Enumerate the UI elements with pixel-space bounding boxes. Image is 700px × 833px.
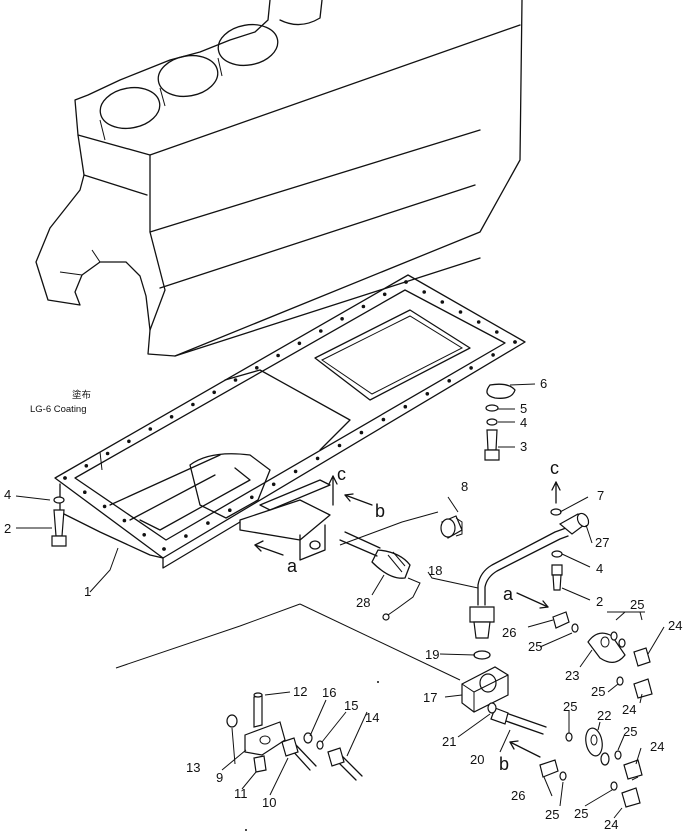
- callout-c-left: c: [337, 464, 346, 484]
- flange-bolt-hole: [142, 533, 146, 537]
- flange-bolt-hole: [440, 300, 445, 304]
- flange-bolt-hole: [340, 317, 344, 321]
- flange-bolt-hole: [83, 490, 87, 495]
- flange-bolt-hole: [105, 451, 110, 456]
- part-label-5: 5: [520, 401, 527, 416]
- flange-bolt-hole: [228, 508, 232, 512]
- part-label-3: 3: [520, 439, 527, 454]
- coating-note-en: LG-6 Coating: [30, 404, 87, 415]
- part-label-25-f: 25: [545, 807, 559, 822]
- flange-bolt-hole: [476, 320, 481, 324]
- part-label-25-c: 25: [591, 684, 605, 699]
- flange-bolt-hole: [102, 504, 107, 509]
- part-label-16: 16: [322, 685, 336, 700]
- part-label-4-left: 4: [4, 487, 11, 502]
- flange-bolt-hole: [169, 415, 174, 419]
- part-label-4-mid: 4: [596, 561, 603, 576]
- part-label-23: 23: [565, 668, 579, 683]
- flange-bolt-hole: [276, 353, 280, 358]
- part-label-21: 21: [442, 734, 456, 749]
- part-label-25-b: 25: [528, 639, 542, 654]
- part-label-8: 8: [461, 479, 468, 494]
- part-label-19: 19: [425, 647, 439, 662]
- callout-b-bottom: b: [499, 754, 509, 774]
- part-label-9: 9: [216, 770, 223, 785]
- flange-bolt-hole: [458, 310, 463, 314]
- flange-bolt-hole: [337, 443, 342, 448]
- flange-bolt-hole: [381, 417, 386, 422]
- part-label-12: 12: [293, 684, 307, 699]
- flange-bolt-hole: [84, 464, 89, 468]
- flange-bolt-hole: [191, 402, 195, 407]
- part-label-22: 22: [597, 708, 611, 723]
- part-label-18: 18: [428, 563, 442, 578]
- oil-piping: [339, 512, 626, 766]
- part-label-13: 13: [186, 760, 200, 775]
- oil-pan: [54, 274, 526, 569]
- flange-bolt-hole: [297, 341, 302, 346]
- part-label-26-bottom: 26: [511, 788, 525, 803]
- flange-bolt-hole: [513, 340, 517, 344]
- flange-bolt-hole: [127, 439, 131, 444]
- flange-bolt-hole: [425, 392, 430, 396]
- callout-b-top: b: [375, 501, 385, 521]
- callout-a-right: a: [503, 584, 514, 604]
- part-label-20: 20: [470, 752, 484, 767]
- leader-lines: [15, 383, 665, 831]
- part-label-15: 15: [344, 698, 358, 713]
- flange-bolt-hole: [122, 518, 127, 523]
- part-label-2-left: 2: [4, 521, 11, 536]
- part-label-17: 17: [423, 690, 437, 705]
- callout-c-right: c: [550, 458, 559, 478]
- flange-bolt-hole: [250, 495, 254, 500]
- flange-bolt-hole: [403, 404, 408, 409]
- part-label-25-g: 25: [574, 806, 588, 821]
- flange-bolt-hole: [447, 379, 452, 383]
- flange-bolt-hole: [254, 366, 259, 370]
- flange-bolt-hole: [293, 469, 298, 474]
- flange-bolt-hole: [469, 366, 473, 370]
- part-label-25-e: 25: [623, 724, 637, 739]
- flange-bolt-hole: [184, 534, 188, 538]
- flange-bolt-hole: [359, 430, 364, 435]
- flange-bolt-hole: [382, 292, 387, 297]
- part-label-27: 27: [595, 535, 609, 550]
- part-label-7: 7: [597, 488, 604, 503]
- flange-bolt-hole: [212, 390, 216, 395]
- part-label-25-d: 25: [563, 699, 577, 714]
- flange-bolt-hole: [319, 329, 323, 333]
- part-label-24-a: 24: [668, 618, 682, 633]
- coating-note-jp: 塗布: [72, 389, 91, 401]
- part-label-2-right: 2: [596, 594, 603, 609]
- flange-bolt-hole: [233, 378, 238, 382]
- flange-bolt-hole: [206, 521, 210, 525]
- callout-a-left: a: [287, 556, 298, 576]
- flange-bolt-hole: [422, 290, 427, 294]
- flange-bolt-hole: [315, 456, 320, 461]
- fasteners: [51, 383, 653, 808]
- flange-bolt-hole: [491, 353, 495, 357]
- flange-bolt-hole: [495, 330, 499, 334]
- part-label-28: 28: [356, 595, 370, 610]
- flange-bolt-hole: [404, 280, 408, 284]
- part-label-11: 11: [234, 786, 248, 801]
- flange-bolt-hole: [162, 547, 166, 551]
- flange-bolt-hole: [148, 427, 153, 431]
- flange-bolt-hole: [63, 476, 67, 480]
- part-label-24-d: 24: [604, 817, 618, 832]
- part-label-14: 14: [365, 710, 379, 725]
- part-label-26-top: 26: [502, 625, 516, 640]
- part-label-24-b: 24: [622, 702, 636, 717]
- part-label-4-right: 4: [520, 415, 527, 430]
- part-label-24-c: 24: [650, 739, 664, 754]
- part-label-6: 6: [540, 376, 547, 391]
- part-label-1: 1: [84, 584, 91, 599]
- flange-bolt-hole: [361, 304, 366, 309]
- part-label-10: 10: [262, 795, 276, 810]
- part-label-25-a: 25: [630, 597, 644, 612]
- engine-block: [35, 0, 523, 357]
- flange-bolt-hole: [271, 482, 276, 487]
